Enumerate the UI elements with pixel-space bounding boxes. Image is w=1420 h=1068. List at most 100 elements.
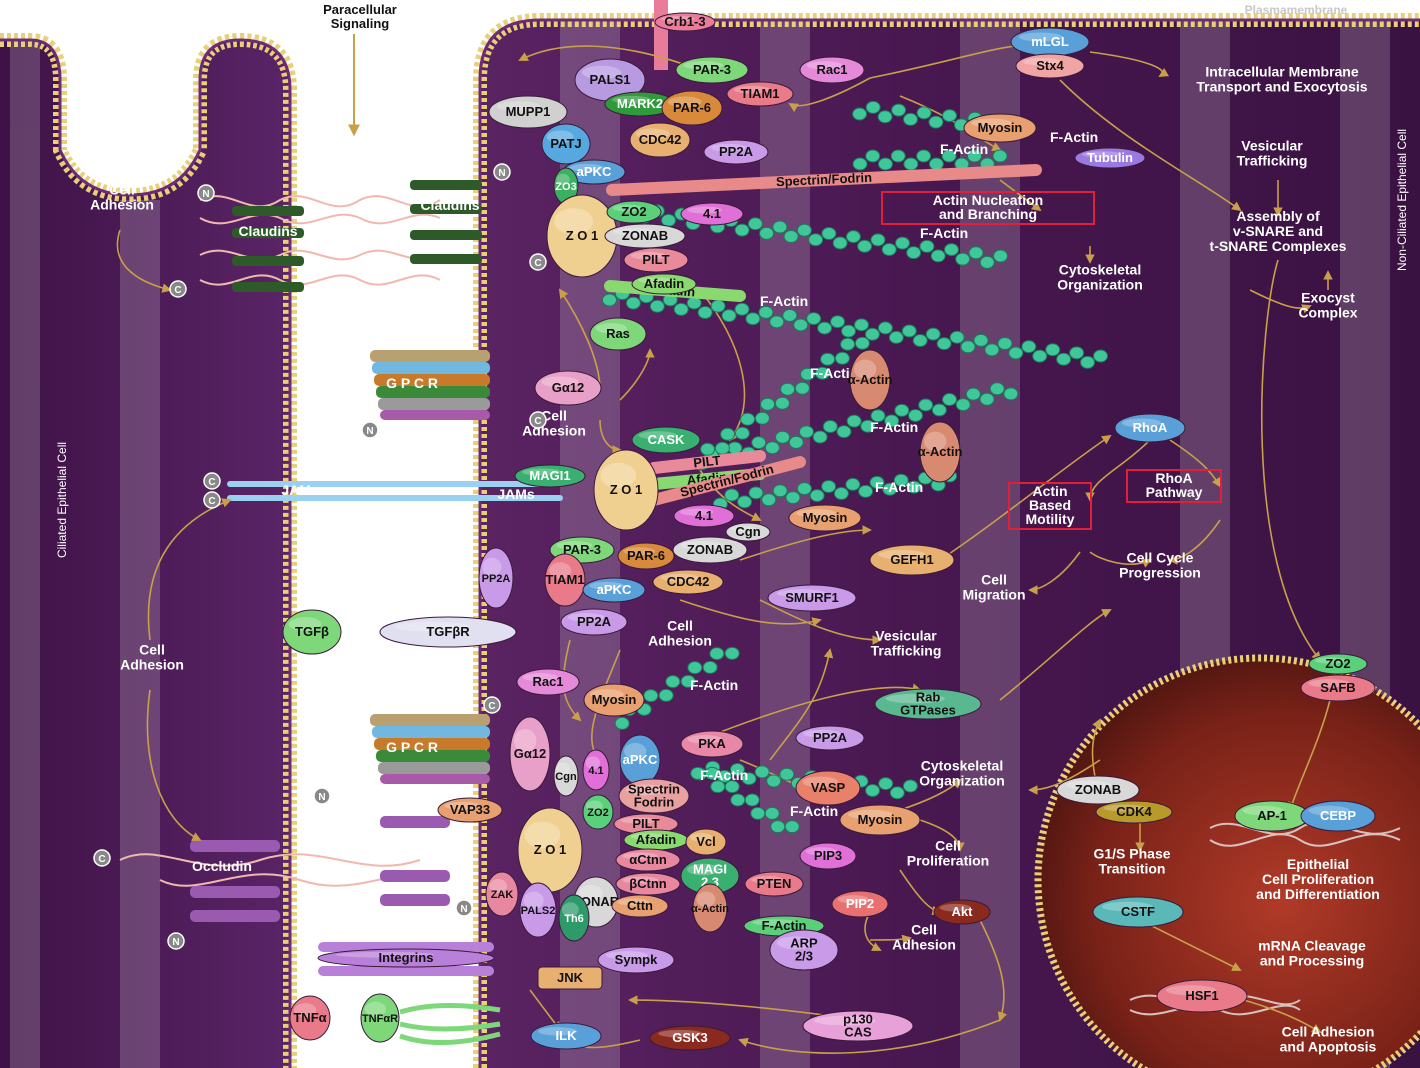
piltc-label: PILT xyxy=(632,816,659,831)
zo2a-molecule: ZO2 xyxy=(607,201,661,223)
cdk4-label: CDK4 xyxy=(1116,804,1152,819)
par3a-molecule: PAR-3 xyxy=(676,57,748,83)
terminus-marker: C xyxy=(170,281,186,297)
terminus-marker: C xyxy=(530,412,546,428)
vcl-label: Vcl xyxy=(696,834,716,849)
jams-membrane-label: JAMs xyxy=(281,482,319,498)
ap1-molecule: AP-1 xyxy=(1235,801,1309,831)
terminus-letter: C xyxy=(174,285,181,296)
actin-bead xyxy=(931,250,945,262)
actin-bead xyxy=(780,768,794,780)
pka-label: PKA xyxy=(698,736,726,751)
actin-bead xyxy=(926,328,940,340)
myosinb-molecule: Myosin xyxy=(789,505,861,531)
actin-bead xyxy=(725,489,739,501)
claudins-membrane-label: Claudins xyxy=(238,223,297,239)
zo1b-molecule: Z O 1 xyxy=(594,450,658,530)
pilt-b-label: PILT xyxy=(693,453,722,471)
terminus-marker: N xyxy=(198,185,214,201)
bctnn-molecule: βCtnn xyxy=(616,873,680,895)
zo1a-label: Z O 1 xyxy=(566,228,599,243)
tnfa-label: TNFα xyxy=(293,1010,326,1025)
actin-bead xyxy=(818,322,832,334)
actin-bead xyxy=(741,413,755,425)
actin-bead xyxy=(943,110,957,122)
actin-bead xyxy=(721,428,735,440)
vcl-molecule: Vcl xyxy=(686,829,726,855)
actin-bead xyxy=(993,150,1007,162)
actin-bead xyxy=(907,247,921,259)
pp2ab-molecule: PP2A xyxy=(479,548,513,608)
apkca-label: aPKC xyxy=(577,164,612,179)
actin-bead xyxy=(966,388,980,400)
zonaba-molecule: ZONAB xyxy=(605,224,685,248)
pilta-label: PILT xyxy=(642,252,669,267)
p41c-molecule: 4.1 xyxy=(583,750,609,790)
actin-bead xyxy=(602,294,616,306)
tgfbr-molecule: TGFβR xyxy=(380,617,516,647)
actin-bead xyxy=(781,383,795,395)
par6a-molecule: PAR-6 xyxy=(662,91,722,125)
vasp-molecule: VASP xyxy=(796,771,860,805)
actin-bead xyxy=(944,244,958,256)
ilk-molecule: ILK xyxy=(531,1023,601,1049)
actin-bead xyxy=(891,150,905,162)
terminus-marker: C xyxy=(484,697,500,713)
actin-bead xyxy=(919,399,933,411)
actin-bead xyxy=(813,431,827,443)
actin-bead xyxy=(846,478,860,490)
terminus-marker: C xyxy=(204,473,220,489)
crb3-molecule: Crb1-3 xyxy=(655,13,715,31)
actin-bead xyxy=(980,256,994,268)
ctgn-molecule: Cgn xyxy=(554,756,578,796)
rhoa-molecule: RhoA xyxy=(1115,414,1185,442)
actin-bead xyxy=(797,224,811,236)
paracellular-signaling-label: ParacellularSignaling xyxy=(323,2,397,31)
actin-bead xyxy=(795,382,809,394)
actin-bead xyxy=(688,662,702,674)
t-exocyst: ExocystComplex xyxy=(1298,290,1357,321)
akt-label: Akt xyxy=(952,904,974,919)
aactinc-label: α-Actin xyxy=(691,903,729,915)
t-cell-cycle: Cell CycleProgression xyxy=(1119,550,1201,581)
actin-bead xyxy=(767,775,781,787)
terminus-letter: C xyxy=(534,416,541,427)
actin-bead xyxy=(786,492,800,504)
actin-bead xyxy=(755,412,769,424)
actin-bead xyxy=(738,496,752,508)
actin-bead xyxy=(943,394,957,406)
non-ciliated-cell-label: Non-Ciliated Epithelial Cell xyxy=(1395,129,1409,271)
terminus-letter: N xyxy=(460,904,467,915)
g-p-c-r-membrane-label: G P C R xyxy=(386,739,438,755)
sympk-molecule: Sympk xyxy=(598,947,674,973)
f-actin-label: F-Actin xyxy=(870,419,918,435)
actin-bead xyxy=(980,393,994,405)
myosind-molecule: Myosin xyxy=(840,805,920,835)
f-actin-label: F-Actin xyxy=(875,479,923,495)
actin-bead xyxy=(866,784,880,796)
rac1b-molecule: Rac1 xyxy=(517,669,579,695)
actin-bead xyxy=(985,344,999,356)
stx4-molecule: Stx4 xyxy=(1016,54,1084,78)
actin-bead xyxy=(858,240,872,252)
zo3-label: ZO3 xyxy=(555,181,576,193)
actin-bead xyxy=(1070,347,1084,359)
vap33-molecule: VAP33 xyxy=(438,798,502,822)
actin-bead xyxy=(765,807,779,819)
terminus-marker: N xyxy=(456,900,472,916)
actin-bead xyxy=(807,313,821,325)
actin-bead xyxy=(821,353,835,365)
actin-bead xyxy=(725,647,739,659)
actin-bead xyxy=(722,310,736,322)
actin-bead xyxy=(889,331,903,343)
cdc42b-label: CDC42 xyxy=(667,574,710,589)
ap1-label: AP-1 xyxy=(1257,808,1287,823)
actin-bead xyxy=(784,231,798,243)
actn-label: αCtnn xyxy=(629,852,667,867)
actin-bead xyxy=(903,113,917,125)
sympk-label: Sympk xyxy=(615,952,658,967)
terminus-marker: N xyxy=(168,933,184,949)
terminus-marker: C xyxy=(204,492,220,508)
cdc42b-molecule: CDC42 xyxy=(653,570,723,594)
